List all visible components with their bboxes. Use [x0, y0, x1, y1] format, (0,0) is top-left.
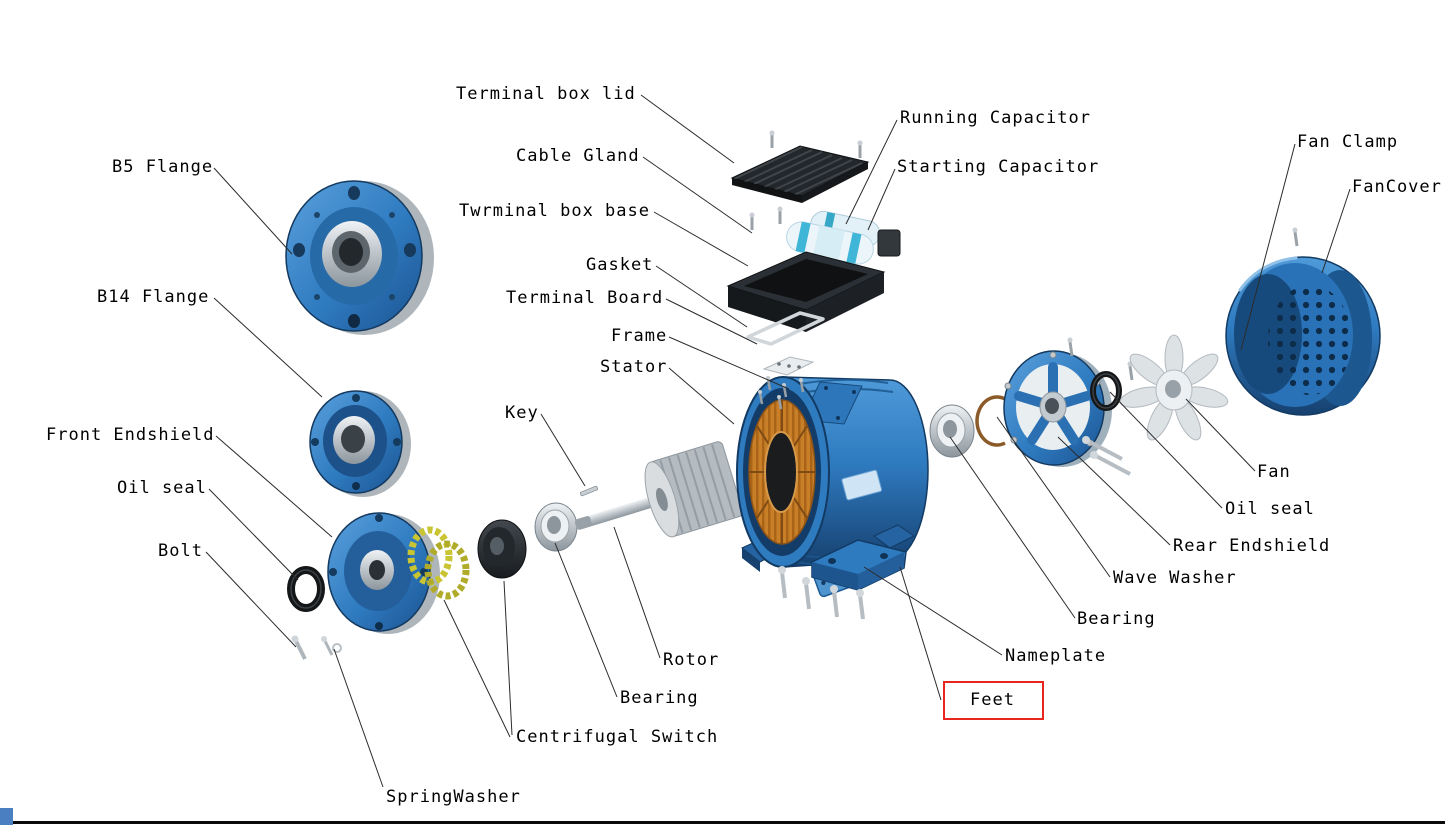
leader-starting-capacitor	[867, 168, 896, 231]
part-fan-cover	[1225, 227, 1381, 416]
label-centrifugal-switch: Centrifugal Switch	[516, 727, 719, 747]
part-b5-flange	[285, 180, 434, 335]
leader-bolt	[205, 551, 297, 648]
part-feet	[811, 539, 907, 591]
leader-rotor	[613, 526, 661, 659]
leader-bearing-rear	[949, 436, 1076, 619]
label-fancover: FanCover	[1352, 177, 1442, 197]
part-fan	[1119, 334, 1229, 441]
leader-feet	[899, 566, 942, 701]
part-foot-screws	[778, 566, 865, 620]
corner-accent	[0, 808, 13, 825]
bottom-rule	[13, 821, 1445, 824]
leader-lines	[205, 94, 1351, 788]
leader-fan-clamp	[1240, 143, 1296, 351]
part-gasket	[746, 311, 825, 346]
part-frame-stator	[736, 376, 929, 572]
part-oil-seal-front	[287, 566, 325, 612]
label-running-capacitor: Running Capacitor	[900, 108, 1091, 128]
leader-rear-endshield	[1057, 436, 1171, 546]
part-wave-washer	[975, 395, 1006, 447]
label-b14-flange: B14 Flange	[97, 287, 210, 307]
leader-centrifugal-switch-b	[443, 599, 511, 738]
label-starting-capacitor: Starting Capacitor	[897, 157, 1100, 177]
label-terminal-board: Terminal Board	[506, 288, 664, 308]
label-frame: Frame	[611, 326, 668, 346]
part-springwasher	[407, 526, 470, 600]
leader-b5-flange	[213, 167, 293, 255]
part-front-endshield	[327, 512, 440, 634]
label-rear-endshield: Rear Endshield	[1173, 536, 1331, 556]
label-front-endshield: Front Endshield	[46, 425, 215, 445]
label-springwasher: SpringWasher	[386, 787, 521, 807]
leader-wave-washer	[996, 416, 1111, 578]
label-oil-seal-rear: Oil seal	[1225, 499, 1315, 519]
leader-gasket	[655, 265, 748, 328]
label-terminal-box-lid: Terminal box lid	[456, 84, 636, 104]
part-bolt	[291, 635, 342, 660]
feet-highlight-box[interactable]: Feet	[943, 681, 1044, 720]
label-bearing-rear: Bearing	[1077, 609, 1156, 629]
leader-front-endshield	[215, 435, 333, 538]
leader-fancover	[1321, 188, 1351, 274]
leader-nameplate	[863, 566, 1003, 656]
leader-b14-flange	[213, 297, 323, 398]
label-fan: Fan	[1257, 462, 1291, 482]
leader-bearing-front	[554, 542, 618, 698]
leader-terminal-box-base	[653, 211, 749, 267]
part-bearing-rear	[929, 404, 975, 458]
leader-oil-seal-front	[208, 488, 299, 581]
leader-centrifugal-switch-a	[503, 580, 513, 736]
part-rotor	[574, 441, 744, 538]
part-oil-seal-rear	[1090, 361, 1134, 411]
part-centrifugal-switch	[477, 519, 527, 579]
part-b14-flange	[309, 390, 411, 497]
label-key: Key	[505, 403, 539, 423]
label-cable-gland: Cable Gland	[516, 146, 640, 166]
label-fan-clamp: Fan Clamp	[1297, 132, 1399, 152]
leader-oil-seal-rear	[1109, 391, 1223, 509]
label-oil-seal-front: Oil seal	[117, 478, 207, 498]
leader-key	[540, 413, 586, 487]
label-feet: Feet	[970, 690, 1015, 710]
part-terminal-box-base	[726, 251, 886, 332]
label-b5-flange: B5 Flange	[112, 157, 214, 177]
label-gasket: Gasket	[586, 255, 654, 275]
part-terminal-box-lid	[730, 130, 870, 230]
label-nameplate: Nameplate	[1005, 646, 1107, 666]
leader-stator	[668, 367, 735, 425]
part-bearing-front	[534, 502, 578, 552]
leader-fan	[1185, 398, 1256, 472]
leader-running-capacitor	[845, 119, 898, 225]
label-terminal-box-base: Twrminal box base	[459, 201, 650, 221]
leader-frame	[668, 336, 790, 390]
label-rotor: Rotor	[663, 650, 720, 670]
label-bearing-front: Bearing	[620, 688, 699, 708]
leader-terminal-box-lid	[640, 94, 735, 164]
label-stator: Stator	[600, 357, 668, 377]
label-wave-washer: Wave Washer	[1113, 568, 1237, 588]
label-bolt: Bolt	[158, 541, 203, 561]
leader-cable-gland	[642, 156, 753, 234]
leader-terminal-board	[665, 298, 758, 345]
part-key	[579, 485, 599, 497]
leader-springwasher	[333, 648, 384, 788]
